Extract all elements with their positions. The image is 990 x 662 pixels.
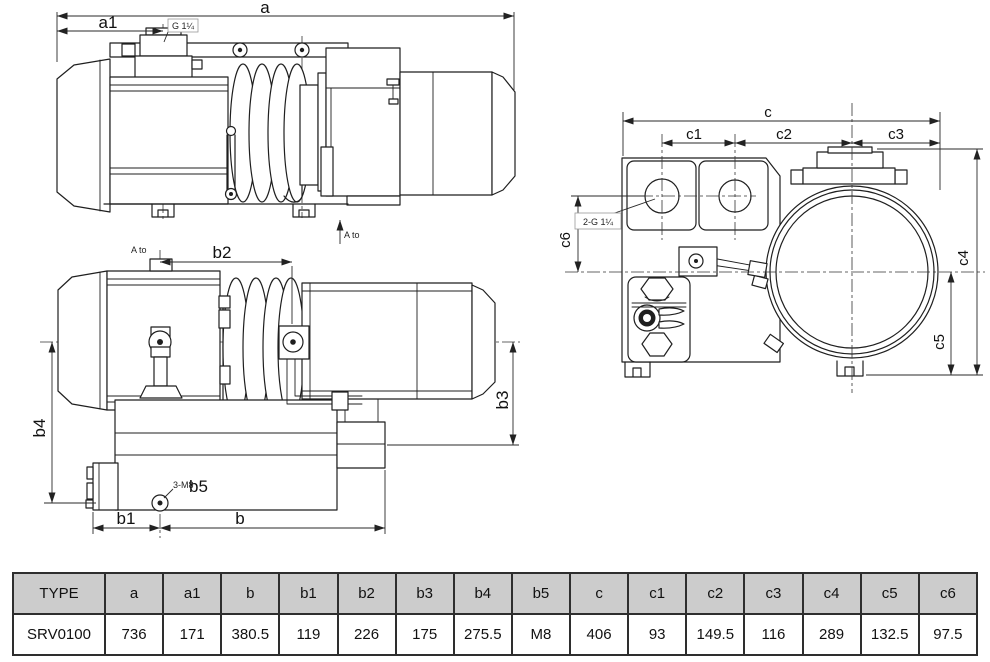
column-header-type: TYPE xyxy=(12,572,106,615)
column-header-a: a xyxy=(103,572,165,615)
dim-c2-label: c2 xyxy=(776,126,792,143)
dim-c5-label: c5 xyxy=(931,334,948,350)
column-header-c1: c1 xyxy=(627,572,688,615)
cell-c: 406 xyxy=(568,613,630,656)
cell-b2: 226 xyxy=(336,613,397,656)
cell-c5: 132.5 xyxy=(859,613,920,656)
column-header-b: b xyxy=(220,572,281,615)
cell-b: 380.5 xyxy=(220,613,281,656)
table-row: SRV0100 736 171 380.5 119 226 175 275.5 … xyxy=(12,613,979,656)
port-thread-label: G 1¼ xyxy=(172,21,195,31)
column-header-c3: c3 xyxy=(743,572,804,615)
column-header-b2: b2 xyxy=(336,572,397,615)
cell-c6: 97.5 xyxy=(917,613,979,656)
end-view: c c1 c2 c3 c6 c4 c5 2-G 1¼ xyxy=(557,103,985,393)
view-a-marker: A to xyxy=(344,230,360,240)
side-view-top: a a1 G 1¼ A to xyxy=(56,0,516,244)
table-header-row: TYPE a a1 b b1 b2 b3 b4 b5 c c1 c2 c3 c4… xyxy=(12,572,979,615)
view-a-marker-2: A to xyxy=(131,245,147,255)
dim-a-label: a xyxy=(260,0,270,17)
column-header-c6: c6 xyxy=(917,572,979,615)
dim-a1-label: a1 xyxy=(99,13,118,32)
cell-b1: 119 xyxy=(278,613,339,656)
column-header-b5: b5 xyxy=(510,572,572,615)
column-header-c: c xyxy=(568,572,630,615)
ports-thread-label: 2-G 1¼ xyxy=(583,217,614,227)
dim-b-label: b xyxy=(235,509,244,528)
dim-b2-label: b2 xyxy=(213,243,232,262)
dim-c1-label: c1 xyxy=(686,126,702,143)
dim-b3-label: b3 xyxy=(493,391,512,410)
column-header-c5: c5 xyxy=(859,572,920,615)
cell-c3: 116 xyxy=(743,613,804,656)
cell-b5: M8 xyxy=(510,613,572,656)
column-header-c4: c4 xyxy=(801,572,862,615)
dim-b1-label: b1 xyxy=(117,509,136,528)
column-header-b3: b3 xyxy=(394,572,455,615)
cell-a1: 171 xyxy=(162,613,223,656)
dimension-spec-table: TYPE a a1 b b1 b2 b3 b4 b5 c c1 c2 c3 c4… xyxy=(12,572,979,656)
dim-b5-label: b5 xyxy=(189,477,208,496)
column-header-b4: b4 xyxy=(452,572,513,615)
cell-a: 736 xyxy=(103,613,165,656)
dim-c6-label: c6 xyxy=(557,232,574,248)
side-view-bottom: b2 b4 b3 b1 b 3-M8 b5 A to xyxy=(30,243,520,538)
cell-type: SRV0100 xyxy=(12,613,106,656)
column-header-b1: b1 xyxy=(278,572,339,615)
dim-c4-label: c4 xyxy=(955,250,972,266)
dim-c-label: c xyxy=(764,104,772,121)
cell-c2: 149.5 xyxy=(685,613,746,656)
cell-c4: 289 xyxy=(801,613,862,656)
dim-b4-label: b4 xyxy=(30,419,49,438)
pump-drawing-canvas: a a1 G 1¼ A to xyxy=(30,0,985,538)
column-header-c2: c2 xyxy=(685,572,746,615)
column-header-a1: a1 xyxy=(162,572,223,615)
dim-c3-label: c3 xyxy=(888,126,904,143)
cell-c1: 93 xyxy=(627,613,688,656)
cell-b3: 175 xyxy=(394,613,455,656)
cell-b4: 275.5 xyxy=(452,613,513,656)
thread-3m8-label: 3-M8 xyxy=(173,480,194,490)
